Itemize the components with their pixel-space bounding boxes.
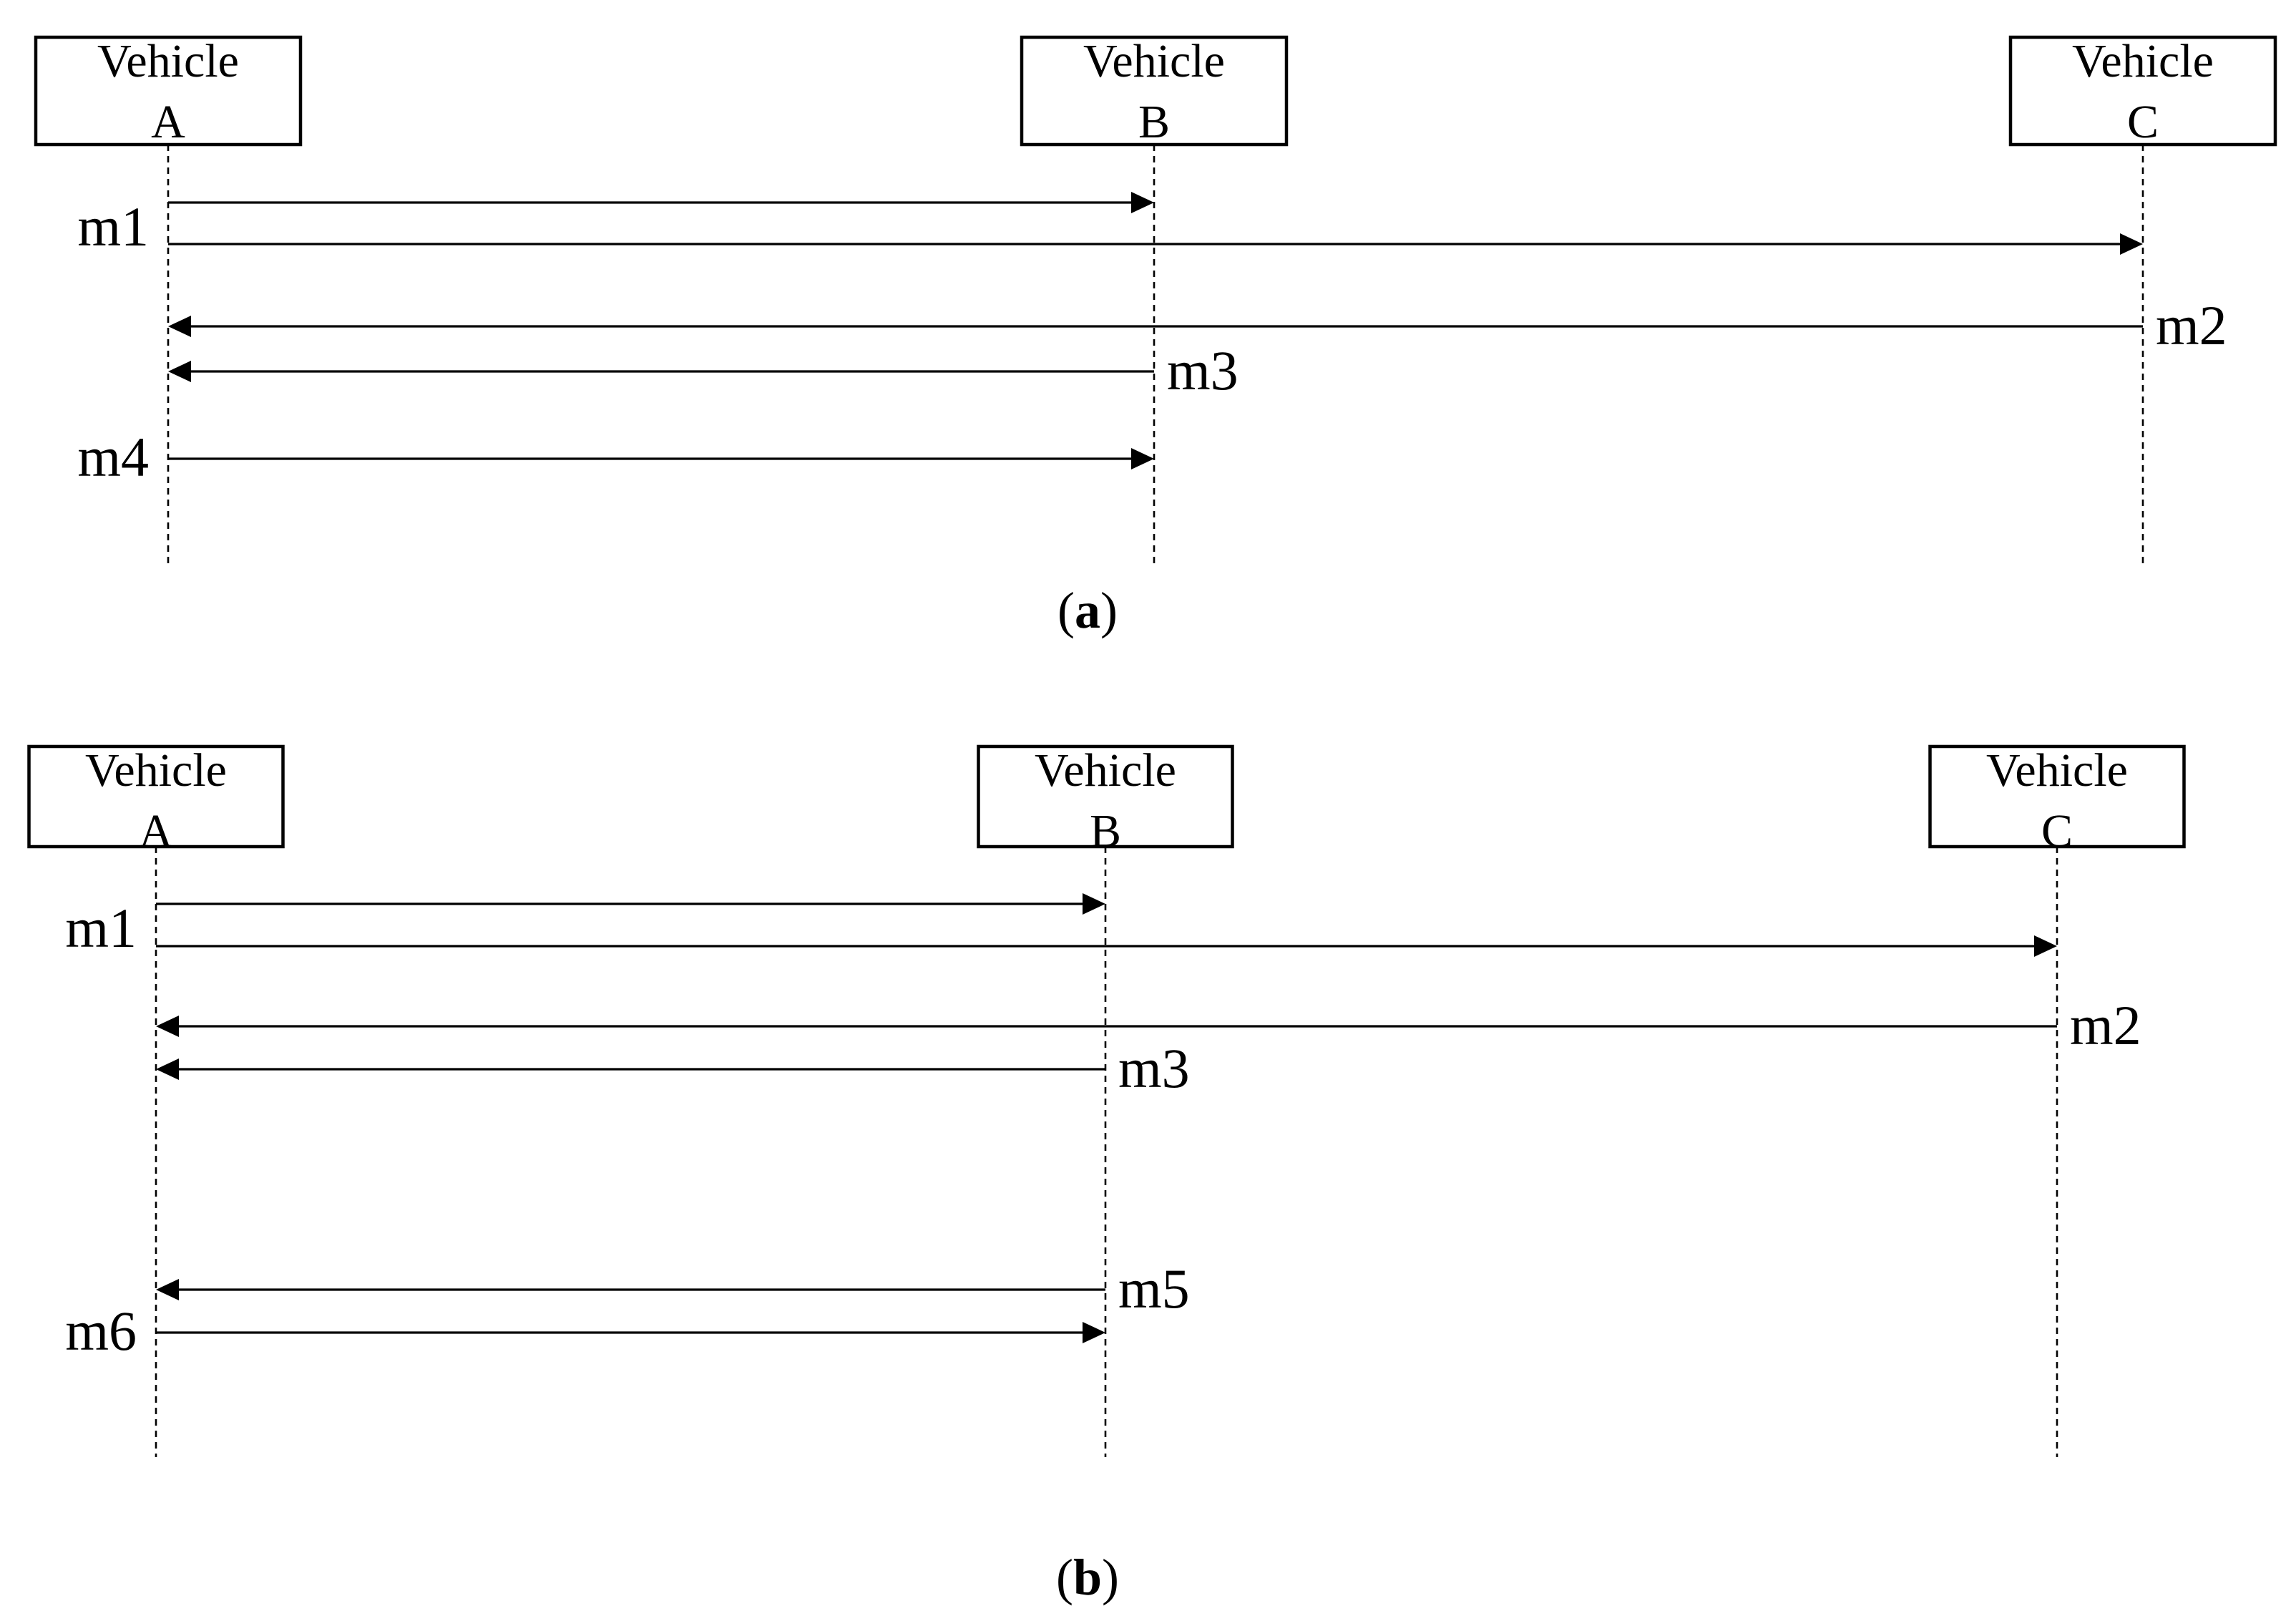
message-label-m3: m3 <box>1167 339 1239 401</box>
arrowhead <box>2034 935 2057 957</box>
arrowhead <box>1083 1322 1105 1343</box>
panel-caption: (a) <box>1057 582 1118 639</box>
message-arrow: m1 <box>65 893 1105 959</box>
message-arrow <box>156 935 2057 957</box>
caption-close: ) <box>1102 1549 1119 1606</box>
arrowhead <box>156 1279 179 1300</box>
message-label-m2: m2 <box>2156 294 2227 356</box>
message-label-m5: m5 <box>1118 1257 1190 1320</box>
arrowhead <box>168 361 191 382</box>
arrowhead <box>2120 233 2143 255</box>
arrowhead <box>168 316 191 337</box>
actor-box <box>2008 35 2277 147</box>
actor-label-line1: Vehicle <box>1035 744 1176 797</box>
message-arrow <box>168 233 2143 255</box>
arrowhead <box>156 1058 179 1080</box>
message-arrow: m2 <box>156 994 2141 1056</box>
actor-label-line1: Vehicle <box>97 35 239 87</box>
actor-label-line1: Vehicle <box>85 744 227 797</box>
arrowhead <box>1083 893 1105 915</box>
message-arrow: m2 <box>168 294 2227 356</box>
caption-open: ( <box>1057 582 1075 639</box>
message-label-m3: m3 <box>1118 1037 1190 1099</box>
caption-letter: a <box>1075 582 1100 639</box>
message-arrow: m6 <box>65 1300 1105 1362</box>
message-arrow: m3 <box>156 1037 1190 1099</box>
actor-label-line1: Vehicle <box>2072 35 2214 87</box>
panel-caption: (b) <box>1056 1549 1119 1606</box>
caption-open: ( <box>1056 1549 1073 1606</box>
actor-label-line1: Vehicle <box>1986 744 2128 797</box>
message-label-m2: m2 <box>2070 994 2141 1056</box>
message-arrow: m5 <box>156 1257 1190 1320</box>
actor-box <box>1020 35 1289 147</box>
message-label-m1: m1 <box>77 195 149 258</box>
arrowhead <box>1131 192 1154 213</box>
message-label-m6: m6 <box>65 1300 137 1362</box>
caption-close: ) <box>1100 582 1118 639</box>
actor-label-line2: B <box>1138 96 1170 148</box>
message-label-m4: m4 <box>77 426 149 488</box>
actor-box <box>1928 744 2186 849</box>
message-arrow: m4 <box>77 426 1154 488</box>
actor-label-line2: A <box>151 96 185 148</box>
actor-box <box>977 744 1234 849</box>
message-label-m1: m1 <box>65 897 137 959</box>
actor-label-line2: C <box>2127 96 2159 148</box>
message-arrow: m1 <box>77 192 1154 258</box>
arrowhead <box>156 1016 179 1037</box>
caption-letter: b <box>1073 1549 1102 1606</box>
message-arrow: m3 <box>168 339 1239 401</box>
arrowhead <box>1131 448 1154 469</box>
actor-box <box>27 744 285 849</box>
actor-label-line1: Vehicle <box>1083 35 1225 87</box>
actor-box <box>34 35 303 147</box>
